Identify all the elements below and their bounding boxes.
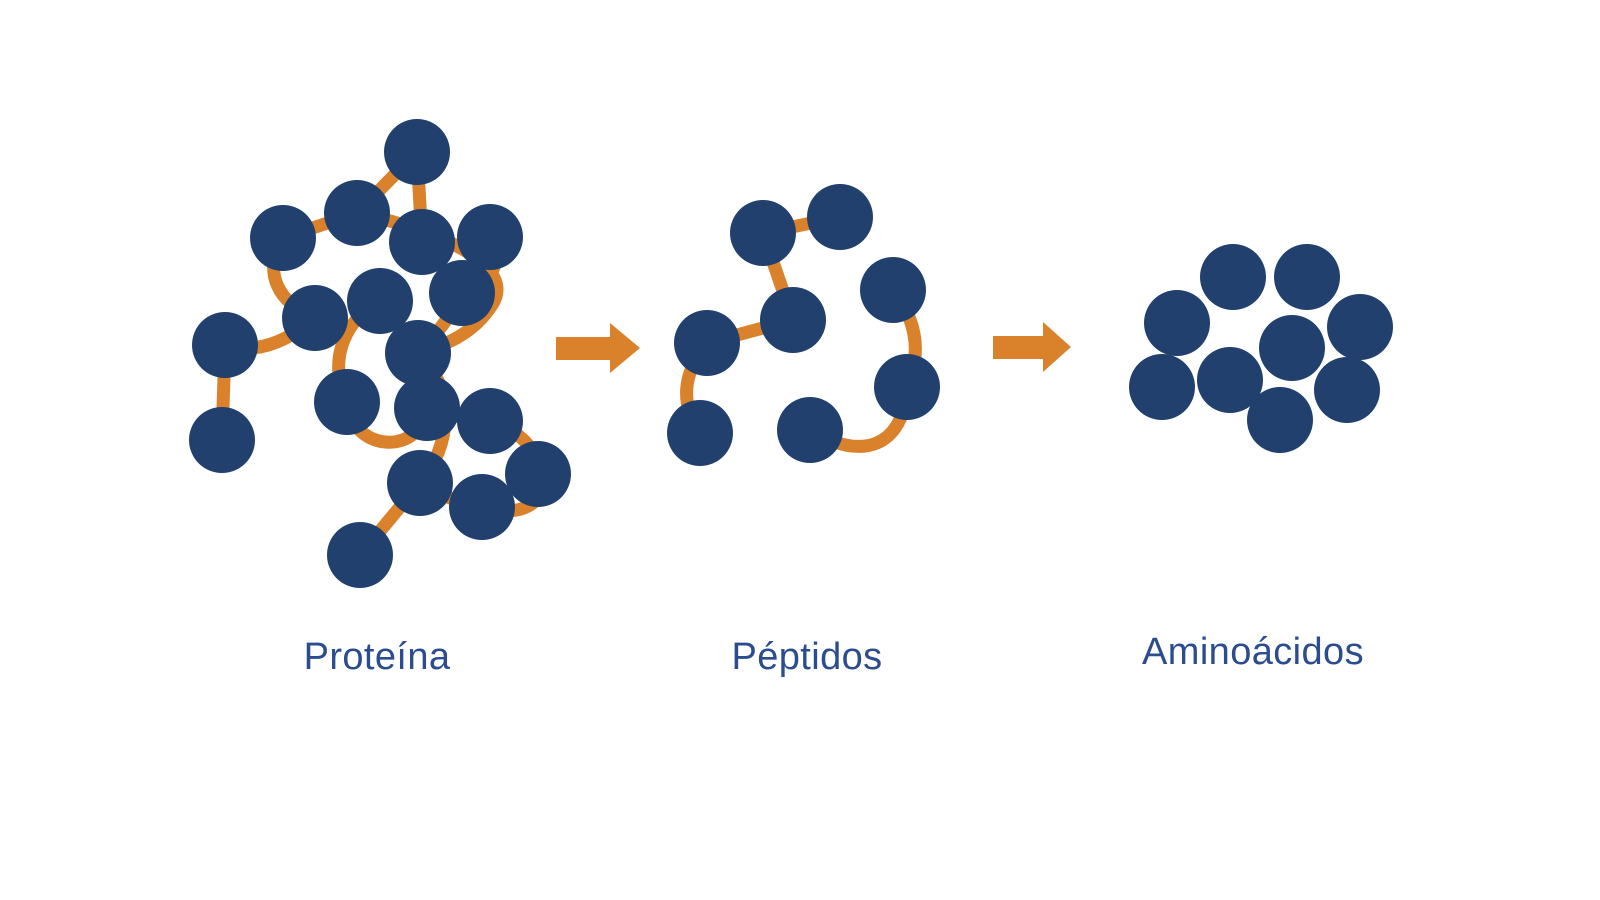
amino-acid-circle bbox=[1327, 294, 1393, 360]
amino-acid-circle bbox=[1197, 347, 1263, 413]
amino-acid-circle bbox=[384, 119, 450, 185]
protein-cluster bbox=[189, 119, 571, 588]
peptides-label: Péptidos bbox=[731, 636, 883, 678]
amino-acid-circle bbox=[385, 320, 451, 386]
protein-label: Proteína bbox=[303, 636, 451, 678]
amino-acid-circle bbox=[1314, 357, 1380, 423]
amino-acid-circle bbox=[1129, 354, 1195, 420]
amino-acid-circle bbox=[324, 180, 390, 246]
amino-acid-circle bbox=[674, 310, 740, 376]
amino-acid-circle bbox=[347, 268, 413, 334]
peptides-cluster bbox=[667, 184, 940, 466]
amino-acid-circle bbox=[189, 407, 255, 473]
amino-acid-circle bbox=[457, 388, 523, 454]
amino-acid-circle bbox=[327, 522, 393, 588]
amino-acid-circle bbox=[394, 375, 460, 441]
amino-acid-circle bbox=[860, 257, 926, 323]
amino-acid-circle bbox=[314, 369, 380, 435]
amino-acid-circle bbox=[389, 209, 455, 275]
amino-acid-circle bbox=[250, 205, 316, 271]
aminoacids-cluster bbox=[1129, 244, 1393, 453]
amino-acid-circle bbox=[730, 200, 796, 266]
amino-acid-circle bbox=[449, 474, 515, 540]
arrow-right-icon bbox=[556, 323, 640, 373]
amino-acid-circle bbox=[192, 312, 258, 378]
arrow-right-icon bbox=[993, 322, 1071, 372]
amino-acid-circle bbox=[505, 441, 571, 507]
amino-acid-circle bbox=[429, 260, 495, 326]
amino-acid-circle bbox=[667, 400, 733, 466]
amino-acid-circle bbox=[807, 184, 873, 250]
amino-acid-circle bbox=[1200, 244, 1266, 310]
amino-acid-circle bbox=[1144, 290, 1210, 356]
amino-acid-circle bbox=[777, 397, 843, 463]
amino-acid-circle bbox=[1247, 387, 1313, 453]
process-arrows bbox=[556, 322, 1071, 373]
amino-acid-circle bbox=[387, 450, 453, 516]
amino-acid-circle bbox=[282, 285, 348, 351]
amino-acid-circle bbox=[760, 287, 826, 353]
amino-acid-circle bbox=[1259, 315, 1325, 381]
amino-acid-circle bbox=[457, 204, 523, 270]
amino-acid-circle bbox=[1274, 244, 1340, 310]
amino-acid-circle bbox=[874, 354, 940, 420]
aminoacids-label: Aminoácidos bbox=[1142, 631, 1364, 673]
